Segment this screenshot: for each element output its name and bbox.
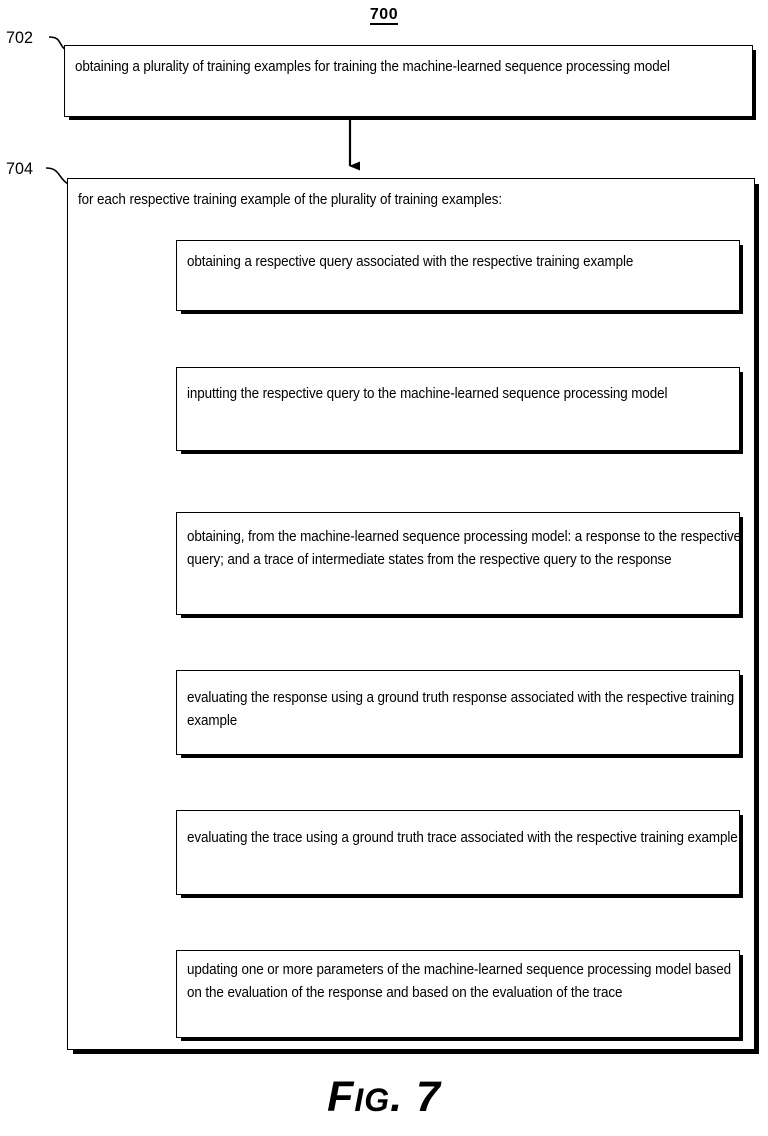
- leader-704: [45, 167, 69, 185]
- figure-number-value: 700: [369, 6, 399, 25]
- figure-caption: FIG. 7: [0, 1072, 768, 1125]
- ref-label-704: 704: [6, 159, 33, 178]
- process-box-704-6: updating one or more parameters of the m…: [176, 950, 740, 1038]
- process-box-702-text: obtaining a plurality of training exampl…: [75, 59, 670, 75]
- figure-caption-ig: IG: [354, 1082, 391, 1118]
- figure-caption-num: . 7: [390, 1073, 441, 1121]
- process-box-704-4: evaluating the response using a ground t…: [176, 670, 740, 755]
- process-box-704-3-text: obtaining, from the machine-learned sequ…: [187, 529, 741, 568]
- process-box-704-1-text: obtaining a respective query associated …: [187, 254, 634, 270]
- process-container-704-heading: for each respective training example of …: [78, 192, 502, 208]
- process-box-704-5-text: evaluating the trace using a ground trut…: [187, 830, 738, 846]
- process-box-704-1: obtaining a respective query associated …: [176, 240, 740, 311]
- ref-label-702: 702: [6, 28, 33, 47]
- process-box-704-2-text: inputting the respective query to the ma…: [187, 386, 668, 402]
- process-box-704-5: evaluating the trace using a ground trut…: [176, 810, 740, 895]
- process-box-704-3: obtaining, from the machine-learned sequ…: [176, 512, 741, 615]
- figure-caption-f: F: [327, 1073, 355, 1121]
- process-box-702: obtaining a plurality of training exampl…: [64, 45, 753, 117]
- figure-number: 700: [0, 6, 768, 25]
- process-box-704-2: inputting the respective query to the ma…: [176, 367, 740, 451]
- process-box-704-6-text: updating one or more parameters of the m…: [187, 962, 732, 1001]
- process-box-704-4-text: evaluating the response using a ground t…: [187, 690, 735, 729]
